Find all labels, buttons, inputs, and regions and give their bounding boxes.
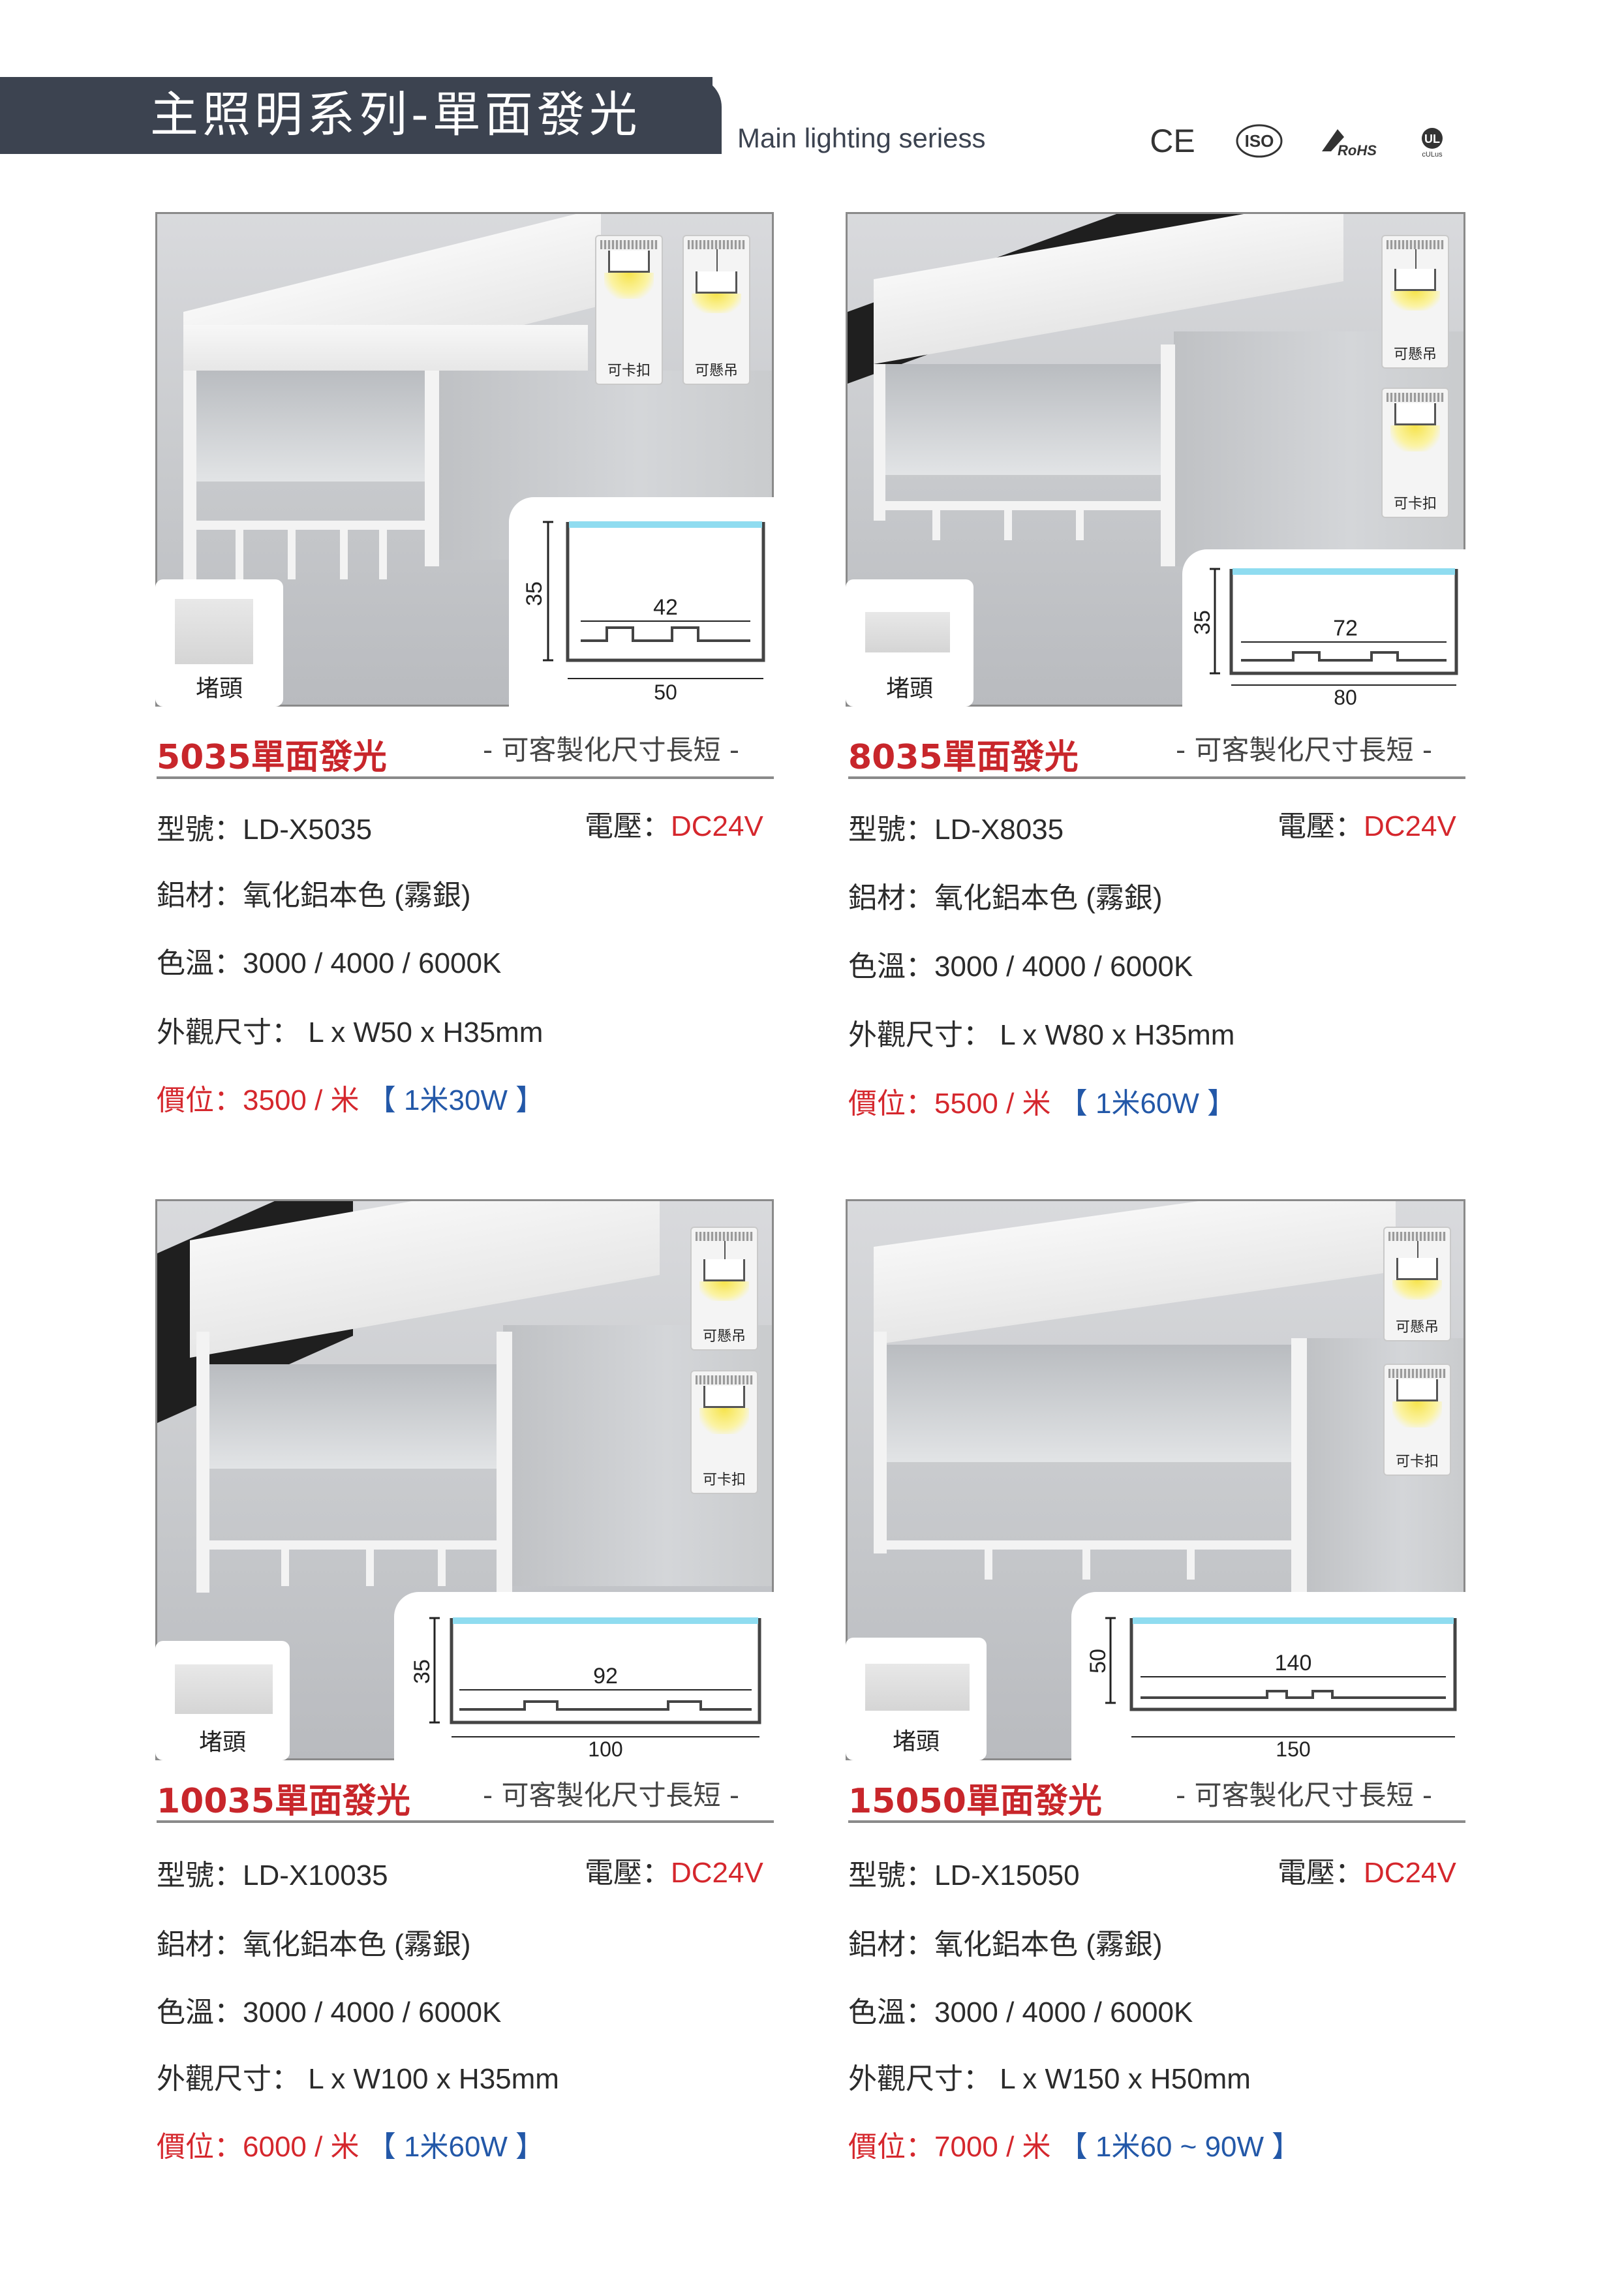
end-cap-10035: 堵頭: [155, 1641, 290, 1760]
svg-text:100: 100: [588, 1737, 622, 1760]
product-title: 10035單面發光: [157, 1782, 410, 1821]
model-row: 型號：LD-X8035: [848, 814, 1064, 846]
custom-size-note: - 可客製化尺寸長短 -: [1176, 1779, 1433, 1811]
end-cap-15050: 堵頭: [846, 1638, 987, 1760]
product-title: 8035單面發光: [848, 738, 1079, 777]
size-row: 外觀尺寸： L x W100 x H35mm: [157, 2063, 559, 2095]
header-band: [0, 77, 712, 154]
mount-hang-icon: 可懸吊: [1383, 1227, 1451, 1341]
voltage-row: 電壓：DC24V: [1278, 1857, 1456, 1889]
end-cap-5035: 堵頭: [155, 579, 283, 707]
cross-section-10035: 35 92 100: [394, 1592, 774, 1760]
color-temp-row: 色溫：3000 / 4000 / 6000K: [157, 1996, 502, 2028]
svg-text:50: 50: [1086, 1649, 1111, 1674]
svg-text:cULus: cULus: [1422, 151, 1443, 159]
cross-section-5035: 35 42 50: [509, 497, 774, 707]
svg-text:72: 72: [1333, 616, 1358, 641]
iso-mark-icon: ISO: [1233, 123, 1285, 159]
size-row: 外觀尺寸： L x W150 x H50mm: [848, 2063, 1251, 2095]
divider: [848, 776, 1465, 779]
mount-hang-icon: 可懸吊: [682, 235, 750, 385]
color-temp-row: 色溫：3000 / 4000 / 6000K: [848, 951, 1193, 983]
material-row: 鋁材：氧化鋁本色 (霧銀): [157, 1929, 471, 1961]
material-row: 鋁材：氧化鋁本色 (霧銀): [157, 879, 471, 911]
price-row: 價位：6000 / 米 【 1米60W 】: [157, 2131, 545, 2163]
svg-text:50: 50: [654, 681, 677, 704]
svg-text:140: 140: [1275, 1651, 1312, 1675]
material-row: 鋁材：氧化鋁本色 (霧銀): [848, 1929, 1163, 1961]
header-band-edge: [692, 77, 722, 154]
model-row: 型號：LD-X15050: [848, 1859, 1080, 1891]
size-row: 外觀尺寸： L x W80 x H35mm: [848, 1019, 1235, 1051]
svg-text:35: 35: [410, 1659, 435, 1684]
page-subtitle: Main lighting seriess: [737, 123, 986, 153]
mount-clip-icon: 可卡扣: [1383, 1364, 1451, 1476]
voltage-row: 電壓：DC24V: [585, 1857, 763, 1889]
mount-hang-icon: 可懸吊: [690, 1227, 758, 1351]
mount-clip-icon: 可卡扣: [595, 235, 663, 385]
ce-mark-icon: CE: [1150, 123, 1195, 159]
divider: [157, 776, 774, 779]
end-cap-8035: 堵頭: [846, 579, 973, 707]
price-row: 價位：7000 / 米 【 1米60 ~ 90W 】: [848, 2131, 1301, 2163]
mount-clip-icon: 可卡扣: [1381, 388, 1449, 518]
svg-text:ISO: ISO: [1245, 131, 1274, 151]
voltage-row: 電壓：DC24V: [585, 810, 763, 842]
mount-clip-icon: 可卡扣: [690, 1370, 758, 1494]
page-title: 主照明系列-單面發光: [150, 87, 641, 143]
svg-text:92: 92: [593, 1664, 618, 1689]
rohs-mark-icon: RoHS: [1318, 123, 1390, 159]
model-row: 型號：LD-X5035: [157, 814, 373, 846]
ul-mark-icon: UL cULus: [1403, 123, 1462, 159]
svg-text:RoHS: RoHS: [1338, 142, 1377, 159]
material-row: 鋁材：氧化鋁本色 (霧銀): [848, 882, 1163, 914]
voltage-row: 電壓：DC24V: [1278, 810, 1456, 842]
cross-section-15050: 50 140 150: [1071, 1592, 1465, 1760]
color-temp-row: 色溫：3000 / 4000 / 6000K: [157, 947, 502, 979]
product-title: 15050單面發光: [848, 1782, 1102, 1821]
svg-text:35: 35: [1190, 610, 1215, 635]
custom-size-note: - 可客製化尺寸長短 -: [1176, 734, 1433, 766]
model-row: 型號：LD-X10035: [157, 1859, 388, 1891]
svg-text:42: 42: [653, 595, 678, 620]
product-title: 5035單面發光: [157, 738, 387, 777]
divider: [848, 1820, 1465, 1823]
custom-size-note: - 可客製化尺寸長短 -: [483, 1779, 740, 1811]
svg-text:150: 150: [1276, 1737, 1310, 1760]
svg-text:80: 80: [1334, 686, 1357, 707]
svg-text:UL: UL: [1424, 132, 1440, 145]
svg-text:35: 35: [522, 581, 547, 606]
divider: [157, 1820, 774, 1823]
price-row: 價位：3500 / 米 【 1米30W 】: [157, 1084, 545, 1116]
size-row: 外觀尺寸： L x W50 x H35mm: [157, 1017, 544, 1048]
mount-hang-icon: 可懸吊: [1381, 235, 1449, 369]
price-row: 價位：5500 / 米 【 1米60W 】: [848, 1088, 1236, 1120]
cross-section-8035: 35 72 80: [1182, 549, 1465, 707]
custom-size-note: - 可客製化尺寸長短 -: [483, 734, 740, 766]
color-temp-row: 色溫：3000 / 4000 / 6000K: [848, 1996, 1193, 2028]
